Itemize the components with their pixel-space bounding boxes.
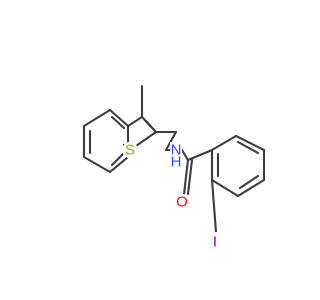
bond-thiophene-c3a-c3 bbox=[126, 115, 144, 128]
sulfur-halo bbox=[122, 142, 138, 158]
bond-n-co bbox=[180, 148, 190, 162]
atom-label-sulfur: S bbox=[122, 142, 138, 159]
bond-linker-2 bbox=[164, 130, 178, 152]
molecule-drawing: S N H O I bbox=[82, 84, 266, 252]
bond-c-i bbox=[210, 178, 218, 234]
bond-thiophene-inner bbox=[144, 119, 156, 132]
bond-benzo-3 bbox=[82, 155, 112, 174]
bond-c-o-2 bbox=[186, 158, 194, 196]
bond-aryl-inner-2 bbox=[238, 174, 260, 190]
bond-layer bbox=[82, 84, 266, 234]
bond-aryl-5 bbox=[210, 178, 240, 198]
hydrogen-label: H bbox=[171, 154, 182, 171]
bond-aryl-inner-1 bbox=[236, 140, 260, 155]
atom-label-oxygen: O bbox=[174, 194, 190, 211]
oxygen-label: O bbox=[176, 194, 188, 211]
bond-benzo-1 bbox=[82, 108, 112, 128]
bond-thiophene-c2-s bbox=[134, 130, 158, 148]
bond-benzo-4 bbox=[108, 155, 130, 174]
iodine-halo bbox=[210, 232, 220, 252]
iodine-label: I bbox=[213, 234, 217, 251]
sulfur-label: S bbox=[125, 142, 135, 159]
bond-benzo-inner-3 bbox=[110, 151, 126, 167]
bond-aryl-2 bbox=[234, 134, 266, 152]
bond-aryl-4 bbox=[236, 178, 266, 198]
bond-benzo-6 bbox=[108, 108, 130, 128]
nitrogen-label: N bbox=[171, 142, 182, 159]
bond-c-o-1 bbox=[182, 158, 190, 196]
bond-aryl-1 bbox=[210, 134, 238, 152]
oxygen-halo bbox=[174, 194, 190, 210]
atom-label-iodine: I bbox=[210, 232, 220, 252]
bond-benzo-inner-2 bbox=[110, 115, 126, 130]
atom-label-nh: N H bbox=[170, 142, 182, 171]
nh-halo bbox=[170, 142, 182, 168]
structure-canvas: S N H O I bbox=[82, 84, 266, 252]
bond-co-aryl bbox=[186, 148, 214, 162]
